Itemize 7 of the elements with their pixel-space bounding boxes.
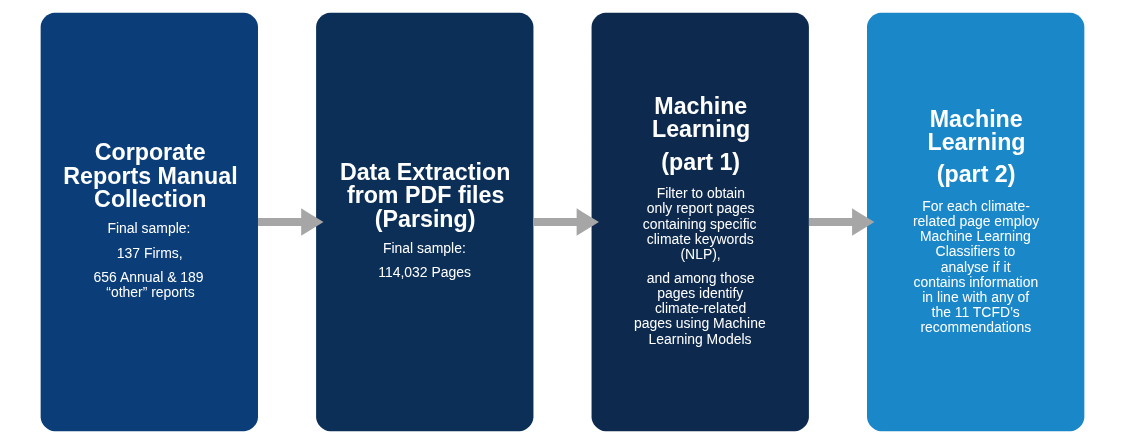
arrow	[257, 208, 323, 236]
node-box: Corporate Reports Manual Collection Final sample: 137 Firms, 656 Annual & 189 “other” reports	[40, 12, 258, 432]
arrow	[533, 208, 599, 236]
arrow	[808, 208, 874, 236]
node-box: Data Extraction from PDF files (Parsing) Final sample: 114,032 Pages	[315, 12, 533, 432]
node-box: Machine Learning (part 2) For each climate-related page employ Machine Learning Classifiers to analyse if it contains information in line with any of the 11 TCFD’s recommendations	[866, 12, 1084, 432]
node-box: Machine Learning (part 1) Filter to obtain only report pages containing specific climate keywords (NLP), and among those pages identify climate-related pages using Machine Learning Models	[591, 12, 809, 432]
